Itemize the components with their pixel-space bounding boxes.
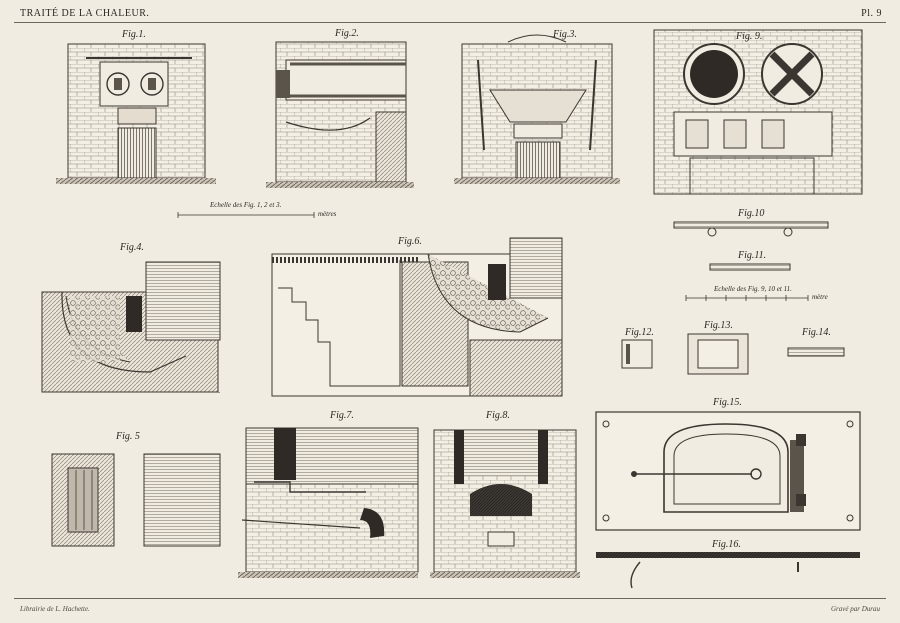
figure-4-drawing: [41, 261, 221, 393]
engraver-credit: Gravé par Durau: [831, 605, 880, 613]
fig6-caption: Fig.6.: [398, 236, 422, 247]
figure-15-drawing: [595, 411, 861, 531]
fig2-caption: Fig.2.: [335, 28, 359, 39]
fig16-caption: Fig.16.: [712, 539, 741, 550]
figure-8-drawing: [430, 429, 580, 578]
fig7-caption: Fig.7.: [330, 410, 354, 421]
bottom-rule: [14, 598, 886, 599]
fig14-caption: Fig.14.: [802, 327, 831, 338]
figure-2-drawing: [266, 41, 414, 188]
scale-2-label: Echelle des Fig. 9, 10 et 11.: [714, 285, 792, 293]
scale-1-unit: mètres: [318, 210, 337, 218]
figure-5-drawing: [51, 453, 221, 547]
figure-12-14-drawing: [621, 333, 845, 375]
plate-number: Pl. 9: [861, 8, 882, 19]
figure-10-11-drawing: [673, 221, 829, 271]
publisher-credit: Librairie de L. Hachette.: [20, 605, 90, 613]
fig10-caption: Fig.10: [738, 208, 765, 219]
scale-2-unit: mètre: [812, 293, 828, 301]
fig5-caption: Fig. 5: [116, 431, 140, 442]
fig12-caption: Fig.12.: [625, 327, 654, 338]
figure-7-drawing: [238, 427, 419, 578]
figure-16-drawing: [596, 552, 860, 589]
figure-6-drawing: [271, 237, 563, 397]
fig3-caption: Fig.3.: [553, 29, 577, 40]
fig9-caption: Fig. 9.: [736, 31, 763, 42]
fig8-caption: Fig.8.: [486, 410, 510, 421]
figure-9-drawing: [653, 29, 863, 195]
fig1-caption: Fig.1.: [122, 29, 146, 40]
scale-bars: [177, 212, 809, 301]
figure-1-drawing: [56, 43, 216, 184]
fig13-caption: Fig.13.: [704, 320, 733, 331]
fig4-caption: Fig.4.: [120, 242, 144, 253]
figure-3-drawing: [454, 34, 620, 184]
plate-title: TRAITÉ DE LA CHALEUR.: [20, 8, 150, 19]
top-rule: [14, 22, 886, 23]
fig11-caption: Fig.11.: [738, 250, 767, 261]
fig15-caption: Fig.15.: [713, 397, 742, 408]
scale-1-label: Echelle des Fig. 1, 2 et 3.: [210, 201, 282, 209]
